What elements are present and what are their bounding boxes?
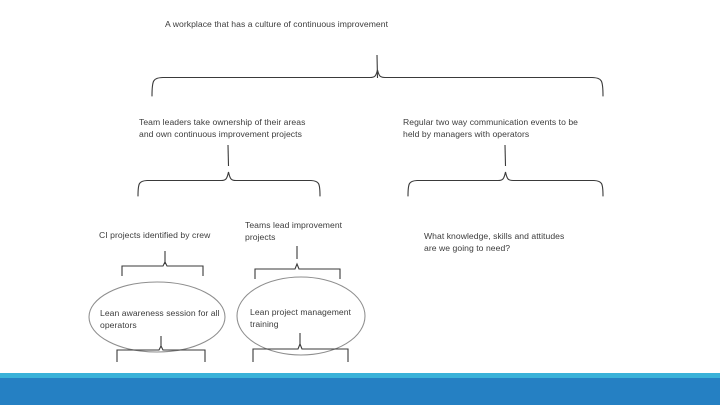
footer-main-bar [0, 378, 720, 405]
brace-level2-left [137, 171, 321, 197]
brace-level1 [151, 69, 604, 97]
node-lean-awareness-session-label: Lean awareness session for all operators [100, 308, 220, 330]
brace-level2-right [407, 171, 604, 197]
ellipse-lean-awareness-session [88, 281, 226, 353]
footer-accent-bar [0, 373, 720, 378]
node-lean-project-management-label: Lean project management training [250, 307, 351, 329]
bracket-bottom-right [252, 342, 349, 362]
node-root-label: A workplace that has a culture of contin… [165, 19, 389, 29]
node-knowledge-skills-attitudes-label: What knowledge, skills and attitudes are… [424, 231, 565, 253]
connector-level2-left-stem [227, 144, 230, 167]
ellipse-lean-project-management [236, 276, 366, 356]
connector-level2-right-stem [504, 144, 507, 167]
node-ci-projects-crew-label: CI projects identified by crew [99, 230, 211, 240]
node-two-way-communication-label: Regular two way communication events to … [403, 117, 579, 139]
bracket-level3-middle [254, 262, 341, 279]
bracket-level3-left [121, 260, 204, 276]
connector-root-stem [376, 54, 379, 79]
bracket-bottom-left [116, 344, 206, 362]
node-team-leaders-ownership-label: Team leaders take ownership of their are… [139, 117, 306, 139]
node-teams-lead-improvement-label: Teams lead improvement projects [245, 220, 343, 242]
